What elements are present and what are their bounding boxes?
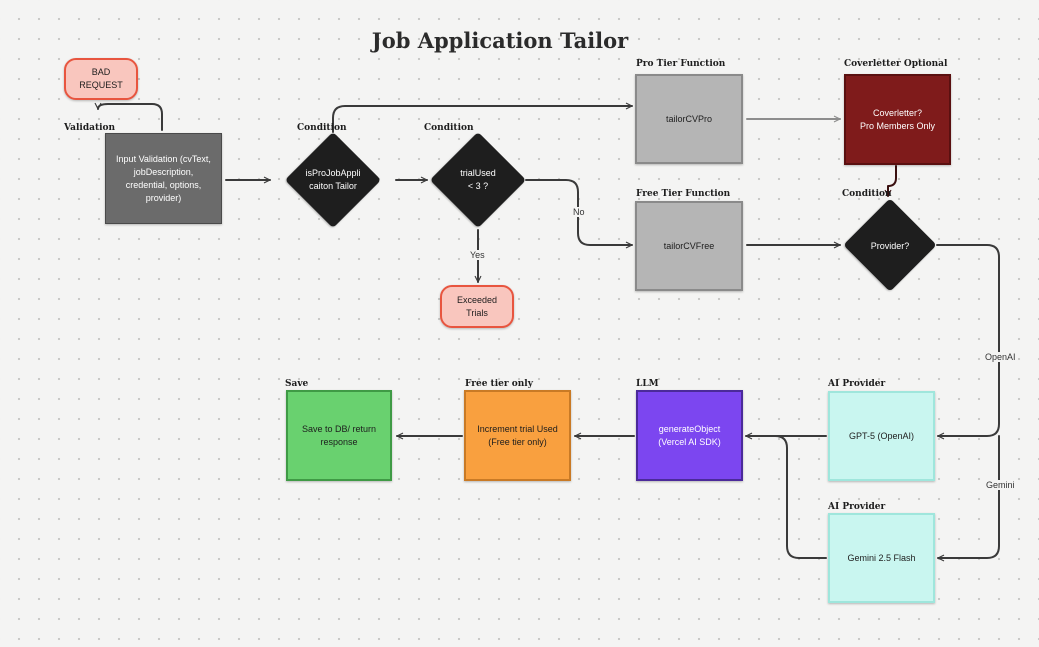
input-validation-label: Input Validation (cvText, jobDescription…	[116, 153, 211, 203]
edge-gemini-to-generate	[774, 435, 827, 559]
section-label-condition-trial: Condition	[424, 123, 474, 133]
edge-label-no: No	[571, 207, 587, 217]
provider-label: Provider?	[870, 240, 910, 251]
is-pro-decision-node: isProJobAppli caiton Tailor	[280, 131, 386, 229]
gemini-label: Gemini 2.5 Flash	[847, 552, 916, 563]
tailor-cv-free-node: tailorCVFree	[635, 201, 743, 291]
trial-used-label-line1: trialUsed	[460, 168, 496, 178]
save-db-label: Save to DB/ return response	[301, 423, 377, 447]
bad-request-node: BAD REQUEST	[64, 58, 138, 100]
trial-used-diamond-text: trialUsed < 3 ?	[430, 131, 526, 229]
section-label-condition-provider: Condition	[842, 189, 892, 199]
exceeded-label-line2: Trials	[466, 307, 488, 318]
is-pro-label-line2: caiton Tailor	[309, 181, 357, 191]
tailor-cv-pro-label: tailorCVPro	[665, 113, 712, 124]
gpt5-node: GPT-5 (OpenAI)	[828, 391, 935, 481]
save-db-node: Save to DB/ return response	[286, 390, 392, 481]
gemini-node: Gemini 2.5 Flash	[828, 513, 935, 603]
increment-trial-label: Increment trial Used (Free tier only)	[477, 423, 558, 447]
trial-used-decision-node: trialUsed < 3 ?	[429, 131, 527, 229]
exceeded-label-line1: Exceeded	[456, 294, 498, 305]
increment-trial-node: Increment trial Used (Free tier only)	[464, 390, 571, 481]
edge-ispro-to-tailor-pro	[332, 102, 633, 133]
section-label-free-tier-only: Free tier only	[465, 379, 533, 389]
input-validation-node: Input Validation (cvText, jobDescription…	[105, 133, 222, 224]
section-label-save: Save	[285, 379, 309, 389]
section-label-ai-provider-gpt: AI Provider	[828, 379, 886, 389]
section-label-coverletter-optional: Coverletter Optional	[844, 59, 948, 69]
edge-label-openai: OpenAI	[983, 352, 1018, 362]
edge-provider-openai-to-gpt5	[936, 244, 1000, 440]
edge-label-gemini: Gemini	[984, 480, 1017, 490]
diagram-title: Job Application Tailor	[371, 28, 629, 53]
generate-object-node: generateObject (Vercel AI SDK)	[636, 390, 743, 481]
generate-object-label: generateObject (Vercel AI SDK)	[658, 423, 721, 447]
bad-request-label: BAD REQUEST	[79, 67, 123, 90]
coverletter-label-line1: Coverletter?	[872, 107, 923, 118]
edge-label-yes: Yes	[468, 250, 487, 260]
section-label-ai-provider-gemini: AI Provider	[828, 502, 886, 512]
provider-decision-node: Provider?	[842, 198, 938, 293]
section-label-pro-tier: Pro Tier Function	[636, 59, 726, 69]
coverletter-node: Coverletter? Pro Members Only	[844, 74, 951, 165]
coverletter-label-line2: Pro Members Only	[859, 120, 936, 131]
section-label-free-tier: Free Tier Function	[636, 189, 731, 199]
tailor-cv-pro-node: tailorCVPro	[635, 74, 743, 164]
tailor-cv-free-label: tailorCVFree	[663, 240, 715, 251]
provider-diamond-text: Provider?	[842, 199, 938, 293]
edge-validation-to-bad-request	[94, 102, 163, 131]
gpt5-label: GPT-5 (OpenAI)	[848, 430, 915, 441]
is-pro-label-line1: isProJobAppli	[305, 168, 361, 178]
section-label-validation: Validation	[64, 123, 116, 133]
edge-provider-gemini-to-gemini	[937, 435, 1000, 562]
section-label-llm: LLM	[636, 379, 659, 389]
trial-used-label-line2: < 3 ?	[467, 181, 489, 191]
edge-coverletter-to-provider	[884, 165, 897, 197]
section-label-condition-pro: Condition	[297, 123, 347, 133]
is-pro-diamond-text: isProJobAppli caiton Tailor	[280, 132, 386, 228]
